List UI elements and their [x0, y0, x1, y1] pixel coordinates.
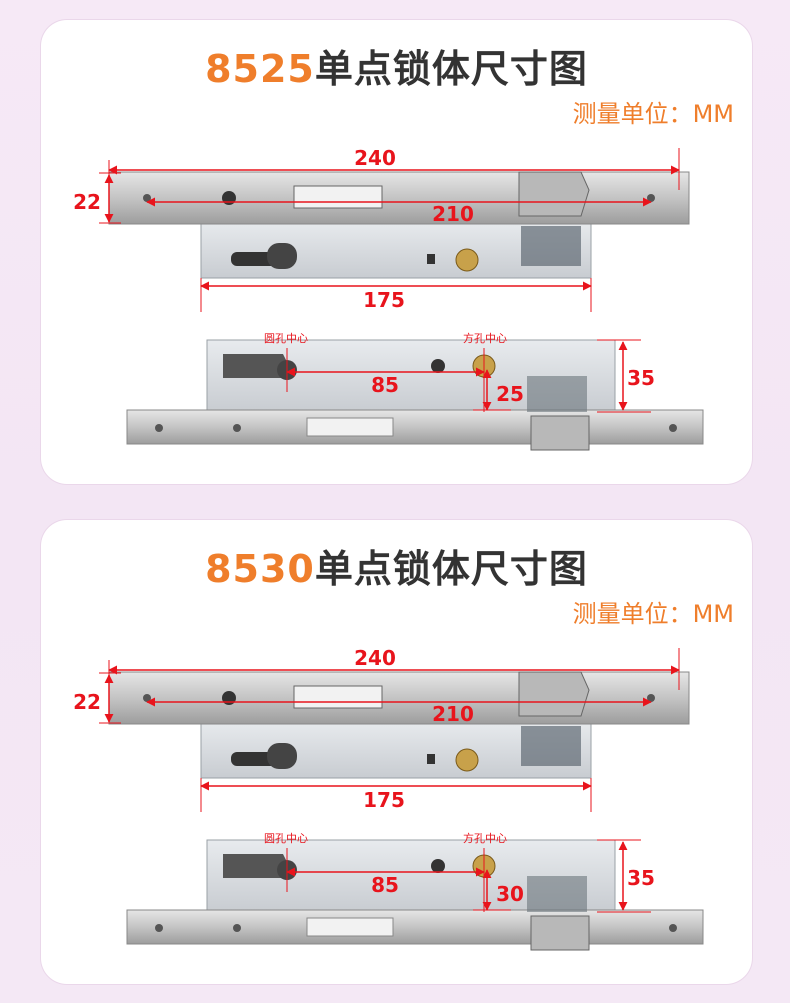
diagram-name: 单点锁体尺寸图: [314, 47, 588, 91]
section-title: 8530单点锁体尺寸图: [41, 538, 752, 593]
dim-backset: 85: [371, 873, 399, 897]
lock-body-drawing: 240 22 210 175 圆孔中心 方孔中心: [73, 146, 704, 451]
lock-side-view: [126, 339, 704, 451]
section-card-8525: 8525单点锁体尺寸图 测量单位：MM: [41, 20, 752, 484]
measurement-unit: 测量单位：MM: [572, 600, 734, 628]
lock-body-drawing: 240 22 210 175 圆孔中心 方孔中心 8: [73, 646, 704, 951]
dim-case-length: 175: [363, 788, 405, 812]
dim-hole-offset: 30: [496, 882, 524, 906]
dim-case-depth: 35: [627, 366, 655, 390]
dim-case-depth: 35: [627, 866, 655, 890]
diagram-name: 单点锁体尺寸图: [314, 547, 588, 591]
dim-faceplate-length: 240: [354, 646, 396, 670]
model-number: 8525: [205, 47, 315, 91]
label-round-hole-center: 圆孔中心: [264, 832, 308, 845]
dim-backset: 85: [371, 373, 399, 397]
dim-screw-spacing: 210: [432, 202, 474, 226]
dim-case-length: 175: [363, 288, 405, 312]
dim-faceplate-width: 22: [73, 190, 101, 214]
section-card-8530: 8530单点锁体尺寸图 测量单位：MM: [41, 520, 752, 984]
dim-faceplate-width: 22: [73, 690, 101, 714]
dim-faceplate-length: 240: [354, 146, 396, 170]
model-number: 8530: [205, 547, 315, 591]
dim-screw-spacing: 210: [432, 702, 474, 726]
lock-side-view: [126, 839, 704, 951]
measurement-unit: 测量单位：MM: [572, 100, 734, 128]
label-square-hole-center: 方孔中心: [463, 331, 507, 345]
dim-hole-offset: 25: [496, 382, 524, 406]
label-round-hole-center: 圆孔中心: [264, 332, 308, 345]
lock-top-view: [108, 171, 690, 279]
label-square-hole-center: 方孔中心: [463, 831, 507, 845]
lock-top-view: [108, 671, 690, 779]
section-title: 8525单点锁体尺寸图: [41, 38, 752, 93]
